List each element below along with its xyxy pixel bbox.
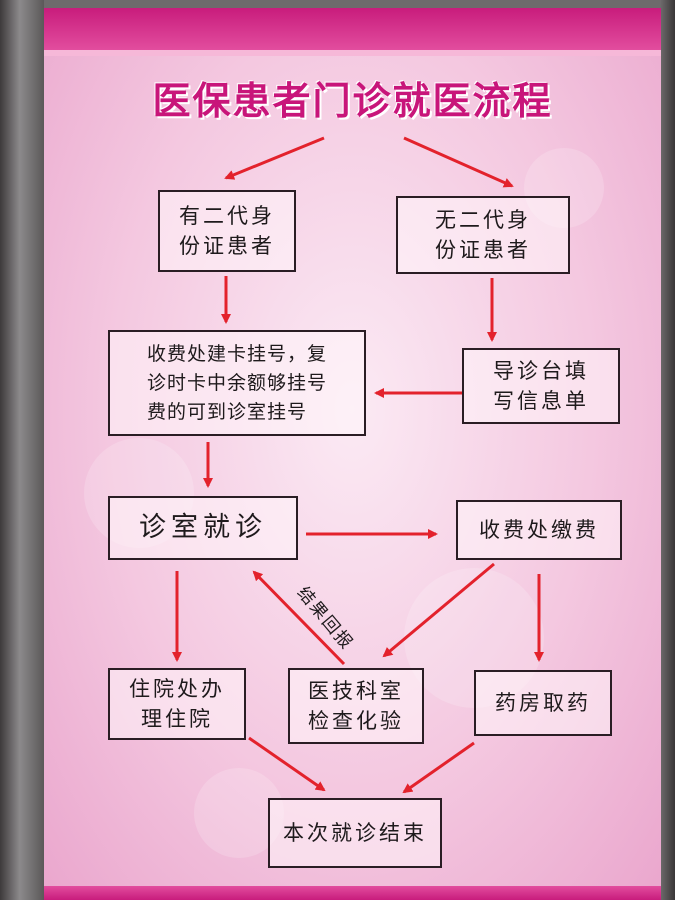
poster-title: 医保患者门诊就医流程 [152, 79, 553, 123]
node-register: 收费处建卡挂号，复 诊时卡中余额够挂号 费的可到诊室挂号 [108, 330, 366, 436]
node-with-id: 有二代身 份证患者 [158, 190, 296, 272]
arrow-title-to-without-id [403, 136, 514, 188]
wall-frame-right [661, 0, 675, 900]
flow-arrows [172, 136, 544, 794]
node-consult: 诊室就诊 [108, 496, 298, 560]
node-without-id: 无二代身 份证患者 [396, 196, 570, 274]
node-guide-desk: 导诊台填 写信息单 [462, 348, 620, 424]
node-inpatient: 住院处办 理住院 [108, 668, 246, 740]
bottom-band [44, 886, 661, 900]
top-band [44, 8, 661, 50]
node-end: 本次就诊结束 [268, 798, 442, 868]
arrow-title-to-with-id [224, 136, 325, 180]
arrow-pharmacy-to-end [402, 741, 475, 794]
flowchart-poster: 医保患者门诊就医流程 有二代身 份证患者 无二代身 份证患者 收费处建卡挂号，复… [44, 8, 661, 900]
node-pharmacy: 药房取药 [474, 670, 612, 736]
node-pay: 收费处缴费 [456, 500, 622, 560]
wall-frame-left [0, 0, 44, 900]
node-lab: 医技科室 检查化验 [288, 668, 424, 744]
arrow-lab-feedback-to-consult [252, 570, 346, 666]
arrow-inpatient-to-end [248, 736, 326, 792]
arrow-pay-to-lab [382, 562, 495, 658]
